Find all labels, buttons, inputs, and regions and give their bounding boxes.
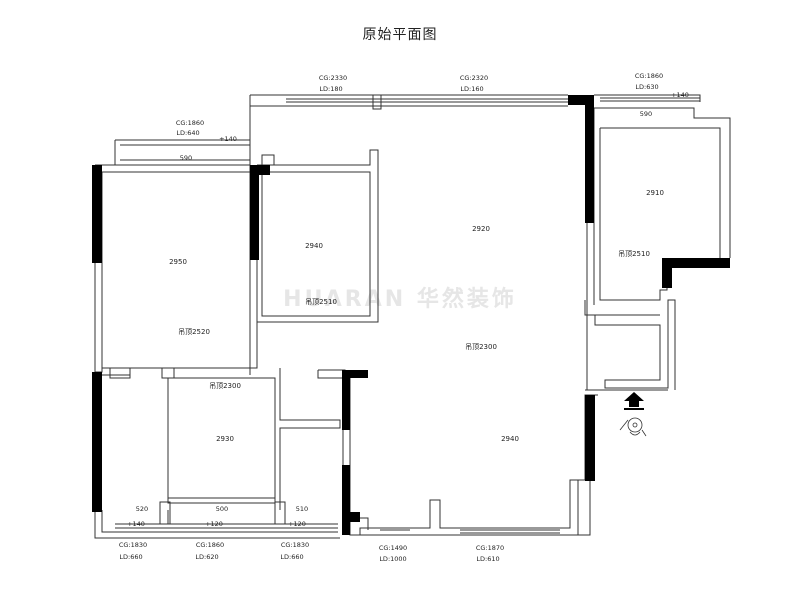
room-ceiling-kitchen: 吊顶2300	[209, 382, 241, 390]
room-area-bed-right: 2910	[646, 189, 664, 197]
sill-b1: 520	[136, 505, 148, 513]
room-ceiling-bed-mid: 吊顶2510	[305, 298, 337, 306]
window-ld-bottom-3: LD:660	[280, 553, 303, 561]
window-ld-bottom-5: LD:610	[476, 555, 499, 563]
window-cg-bottom-3: CG:1830	[281, 541, 309, 549]
sill-plus-right: +140	[671, 91, 689, 99]
window-cg-bottom-4: CG:1490	[379, 544, 407, 552]
window-ld-bottom-1: LD:660	[119, 553, 142, 561]
sill-right: 590	[640, 110, 652, 118]
watermark: HUARAN 华然装饰	[283, 286, 517, 312]
entrance-arrow-icon	[624, 392, 644, 410]
window-cg-top-3: CG:2320	[460, 74, 488, 82]
window-ld-top-2: LD:180	[319, 85, 342, 93]
sill-b2-plus: +120	[205, 520, 223, 528]
window-cg-top-4: CG:1860	[635, 72, 663, 80]
sill-b3-plus: +120	[288, 520, 306, 528]
window-cg-top-1: CG:1860	[176, 119, 204, 127]
page-title: 原始平面图	[362, 27, 438, 43]
sill-b2: 500	[216, 505, 228, 513]
room-area-kitchen: 2930	[216, 435, 234, 443]
room-area-living: 2920	[472, 225, 490, 233]
window-ld-top-3: LD:160	[460, 85, 483, 93]
sill-plus-left: +140	[219, 135, 237, 143]
window-ld-bottom-2: LD:620	[195, 553, 218, 561]
window-cg-bottom-2: CG:1860	[196, 541, 224, 549]
room-area-bed-left: 2950	[169, 258, 187, 266]
window-ld-top-1: LD:640	[176, 129, 199, 137]
sill-b1-plus: +140	[127, 520, 145, 528]
room-area-dining: 2940	[501, 435, 519, 443]
sill-b3: 510	[296, 505, 308, 513]
room-ceiling-bed-left: 吊顶2520	[178, 328, 210, 336]
room-ceiling-living: 吊顶2300	[465, 343, 497, 351]
window-cg-top-2: CG:2330	[319, 74, 347, 82]
sill-left: 590	[180, 154, 192, 162]
window-cg-bottom-5: CG:1870	[476, 544, 504, 552]
window-ld-bottom-4: LD:1000	[379, 555, 406, 563]
compass-icon	[619, 417, 647, 437]
solid-walls	[92, 95, 730, 535]
room-ceiling-bed-right: 吊顶2510	[618, 250, 650, 258]
room-area-bed-mid: 2940	[305, 242, 323, 250]
window-cg-bottom-1: CG:1830	[119, 541, 147, 549]
window-ld-top-4: LD:630	[635, 83, 658, 91]
